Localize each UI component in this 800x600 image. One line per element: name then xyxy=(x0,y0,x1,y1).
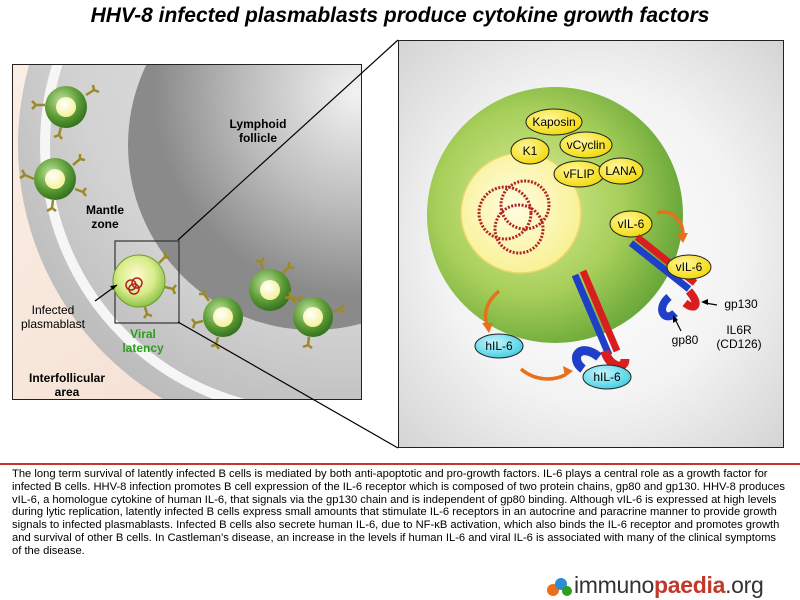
viral-episome-dna xyxy=(477,179,551,255)
lymph-node-panel: Lymphoid follicle Mantle zone Infected p… xyxy=(12,64,362,400)
b-cell-2 xyxy=(19,154,87,213)
cell-detail-illustration xyxy=(427,87,718,390)
lana-label: LANA xyxy=(605,164,637,178)
arrow-vil6-out xyxy=(656,210,688,243)
b-cell-1 xyxy=(31,84,100,140)
protein-k1 xyxy=(510,137,550,165)
cell-detail-panel: Kaposin K1 vCyclin vFLIP LANA vIL-6 vIL-… xyxy=(398,40,784,448)
protein-vcyclin xyxy=(559,131,613,159)
mantle-zone-label: Mantle zone xyxy=(85,203,124,231)
interfollicular-area-label: Interfollicular area xyxy=(28,371,105,399)
lymphoid-follicle-label: Lymphoid follicle xyxy=(229,117,287,145)
gp80-label: gp80 xyxy=(671,333,699,347)
vcyclin-label: vCyclin xyxy=(566,138,606,152)
immunopaedia-logo-icon xyxy=(547,578,572,596)
viral-latency-label: Viral latency xyxy=(122,327,164,355)
section-divider xyxy=(0,463,800,465)
infected-plasmablast-label: Infected plasmablast xyxy=(20,303,86,331)
vil6-bound xyxy=(666,254,712,280)
arrow-hil6-out xyxy=(482,289,501,333)
protein-kaposin xyxy=(525,108,583,136)
b-cell-4 xyxy=(249,257,303,311)
lymph-node-illustration xyxy=(13,65,361,399)
protein-lana xyxy=(598,157,644,185)
hil6-bound xyxy=(582,364,632,390)
vil6-inner xyxy=(609,210,653,238)
gp130-label: gp130 xyxy=(724,297,758,311)
hil6-free-label: hIL-6 xyxy=(485,339,513,353)
immunopaedia-logo[interactable]: immunopaedia.org xyxy=(574,572,764,598)
hil6-bound-label: hIL-6 xyxy=(593,370,621,384)
arrow-hil6-to-receptor xyxy=(519,366,573,381)
infected-plasmablast xyxy=(112,252,177,319)
hil6-free xyxy=(474,333,524,359)
k1-label: K1 xyxy=(522,144,538,158)
il6r-label: IL6R (CD126) xyxy=(716,323,762,351)
vil6-bound-label: vIL-6 xyxy=(675,260,703,274)
vflip-label: vFLIP xyxy=(563,167,595,181)
page-title: HHV-8 infected plasmablasts produce cyto… xyxy=(90,4,710,27)
vil6-inner-label: vIL-6 xyxy=(617,217,645,231)
kaposin-label: Kaposin xyxy=(532,115,576,129)
description-paragraph: The long term survival of latently infec… xyxy=(12,468,785,557)
